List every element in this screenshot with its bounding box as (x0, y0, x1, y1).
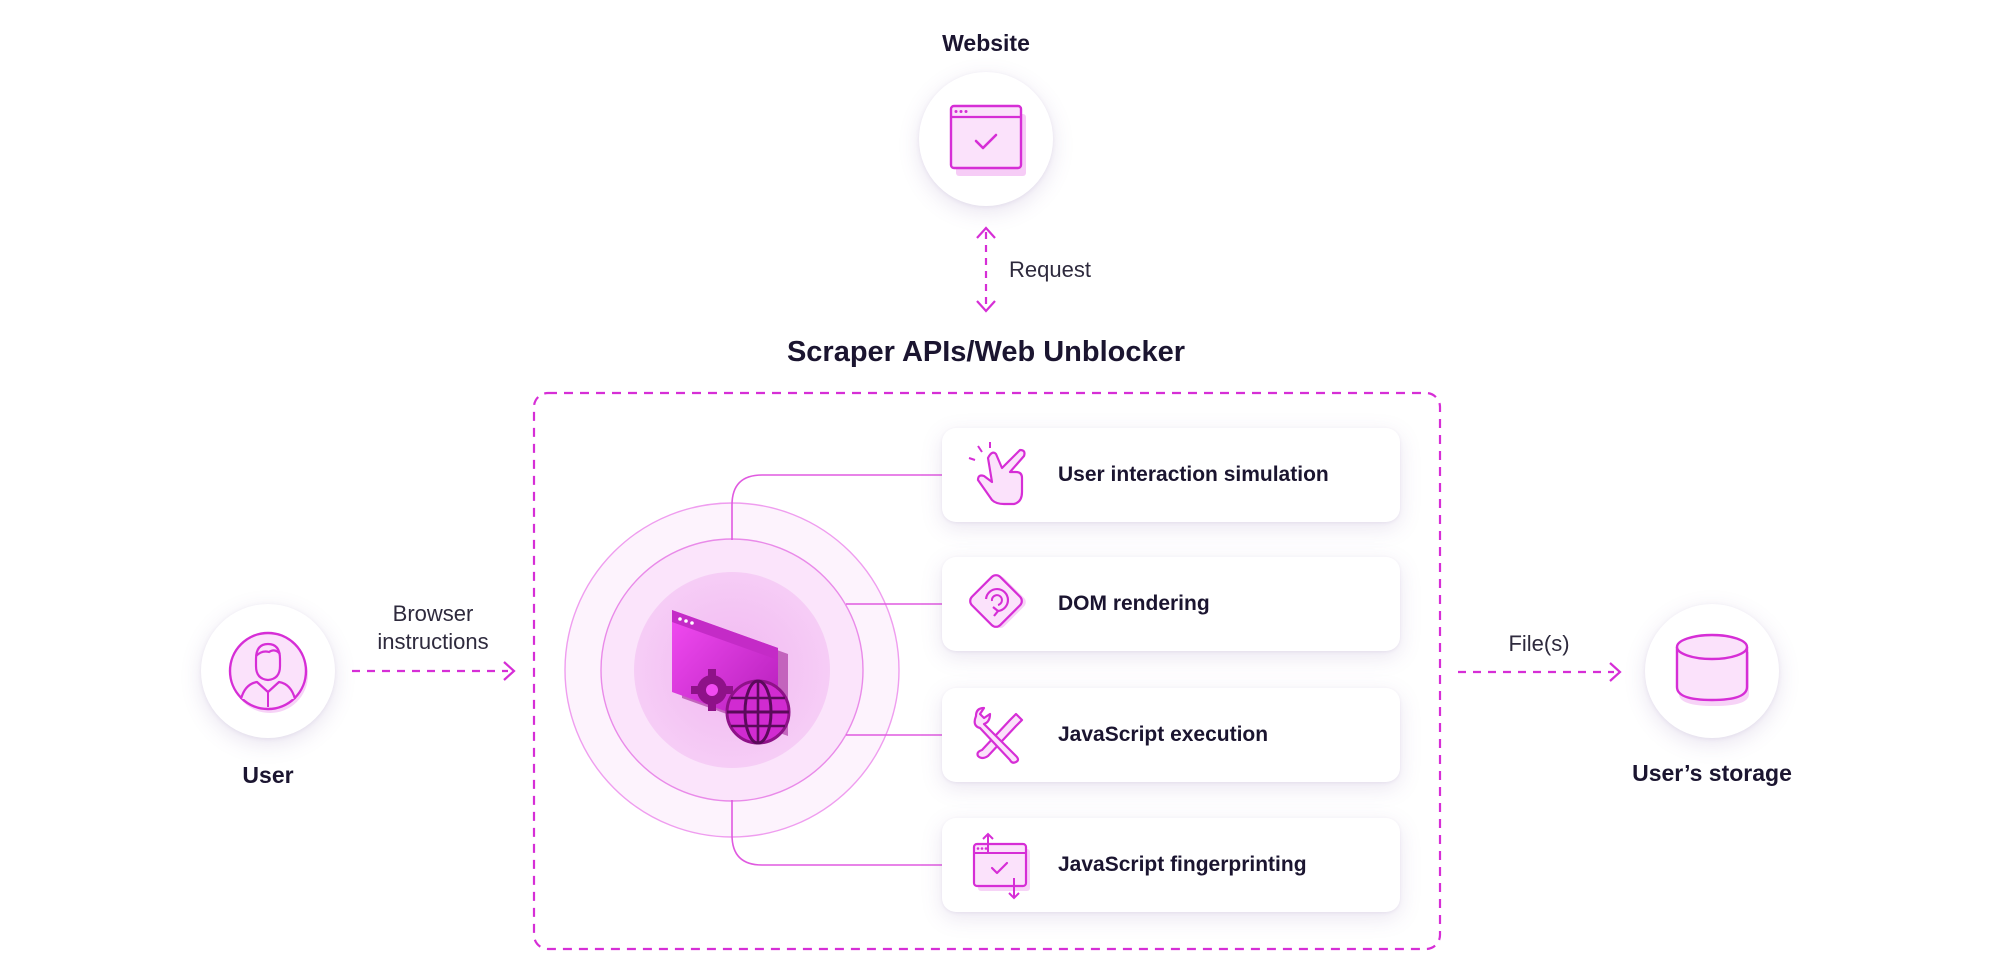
dom-rotate-icon (969, 574, 1026, 628)
window-arrows-check-icon (972, 832, 1030, 900)
storage-node (1645, 604, 1779, 738)
scraper-container-border (532, 391, 1442, 951)
feature-label: User interaction simulation (1058, 463, 1329, 486)
user-node (201, 604, 335, 738)
website-node (919, 72, 1053, 206)
feature-connectors (731, 474, 942, 866)
browser-instructions-label: Browser instructions (377, 600, 488, 656)
feature-card-user-interaction: User interaction simulation (942, 428, 1400, 522)
database-cylinder-icon (1675, 633, 1749, 706)
browser-instructions-arrow (352, 661, 516, 681)
request-label: Request (1009, 257, 1091, 282)
browser-instructions-line2: instructions (377, 629, 489, 654)
wrench-screwdriver-icon (973, 706, 1024, 764)
feature-card-javascript-fingerprinting: JavaScript fingerprinting (942, 818, 1400, 912)
storage-label: User’s storage (1632, 760, 1792, 786)
feature-label: JavaScript execution (1058, 723, 1269, 746)
browser-instructions-line1: Browser (392, 601, 474, 626)
request-arrow (976, 226, 996, 313)
feature-card-javascript-execution: JavaScript execution (942, 688, 1400, 782)
browser-gear-globe-icon (672, 610, 791, 745)
website-label: Website (942, 30, 1030, 56)
files-arrow (1458, 662, 1622, 682)
feature-label: DOM rendering (1058, 592, 1210, 615)
hand-click-icon (968, 442, 1026, 506)
diagram-title: Scraper APIs/Web Unblocker (786, 336, 1186, 368)
files-label: File(s) (1508, 631, 1570, 656)
user-avatar-icon (228, 631, 308, 713)
browser-window-check-icon (949, 104, 1026, 176)
feature-card-dom-rendering: DOM rendering (942, 557, 1400, 651)
user-label: User (242, 762, 294, 788)
feature-label: JavaScript fingerprinting (1058, 853, 1307, 876)
